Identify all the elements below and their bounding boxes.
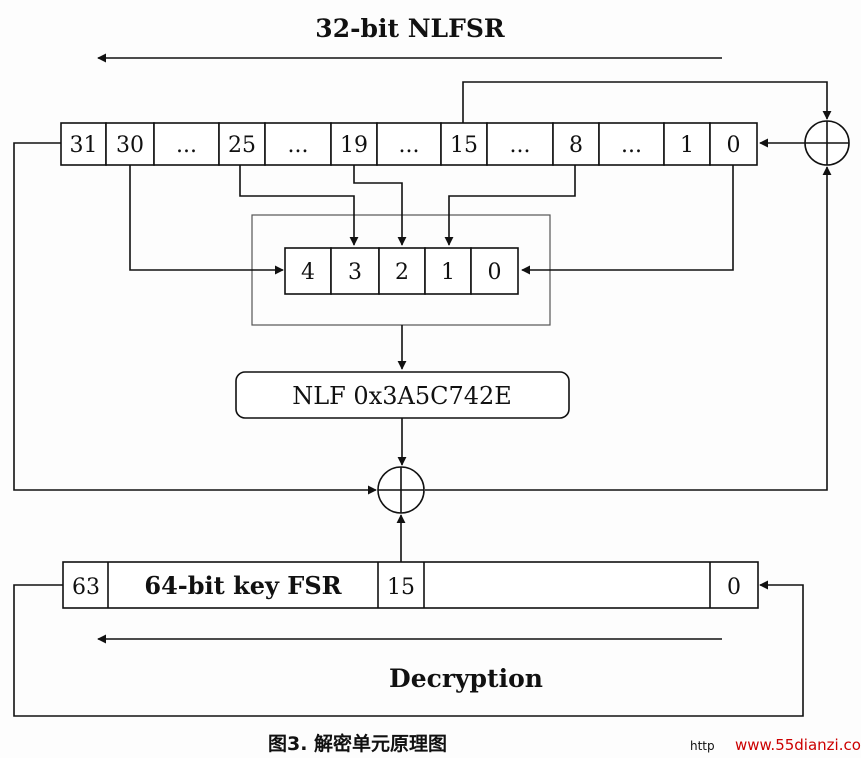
tap-30-to-nlf4 [129, 165, 284, 275]
nlfsr-cell [709, 122, 758, 166]
feedback-from-xor2 [425, 166, 832, 491]
nlf-input-cell-label: 3 [348, 260, 362, 285]
nlfsr-cell-label: 15 [450, 133, 478, 158]
nlfsr-cell-label: 31 [70, 133, 98, 158]
diagram-title: 32-bit NLFSR [315, 14, 505, 43]
nlfsr-cell-label: ... [399, 133, 420, 158]
nlf-input-register: 4 3 2 1 0 [284, 247, 519, 295]
nlfsr-cell [598, 122, 665, 166]
nlfsr-cell-label: ... [621, 133, 642, 158]
watermark: www.55dianzi.com [735, 736, 861, 754]
output-xor-icon [377, 466, 425, 514]
feed-cell31-to-xor [13, 142, 377, 495]
nlf-input-cell-label: 2 [395, 260, 409, 285]
nlf-input-cell [470, 247, 519, 295]
tap-0-to-nlf0 [521, 165, 734, 275]
tap-8-to-nlf1 [444, 165, 576, 246]
feedback-tap-15 [462, 81, 832, 123]
nlfsr-cell-label: 19 [340, 133, 368, 158]
nlfsr-register: 31 30... 25... 19... 15... 8... 1 0 [60, 122, 758, 166]
figure-caption: 图3. 解密单元原理图 [268, 732, 447, 755]
nlfsr-cell-label: 1 [680, 133, 694, 158]
nlfsr-cell-label: 8 [569, 133, 583, 158]
nlfsr-cell-label: ... [176, 133, 197, 158]
nlf-input-cell [424, 247, 472, 295]
tap-25-to-nlf3 [239, 165, 359, 246]
key-fsr-feedback [13, 580, 804, 717]
nlfsr-cell-label: ... [510, 133, 531, 158]
key-fsr-label: 64-bit key FSR [144, 571, 342, 600]
nlf-input-cell-label: 1 [441, 260, 455, 285]
nlf-input-cell [330, 247, 380, 295]
key-cell-15: 15 [387, 575, 415, 600]
watermark-left: http [690, 739, 715, 753]
mode-label: Decryption [389, 664, 543, 693]
nlfsr-cell [552, 122, 600, 166]
feedback-xor-icon [804, 120, 850, 166]
nlfsr-cell-label: 25 [228, 133, 256, 158]
nlfsr-cell [153, 122, 220, 166]
nlf-input-cell-label: 0 [488, 260, 502, 285]
nlf-function-label: NLF 0x3A5C742E [292, 382, 512, 410]
tap-19-to-nlf2 [353, 165, 407, 246]
nlfsr-cell-label: ... [288, 133, 309, 158]
key-cell-63: 63 [72, 575, 100, 600]
nlf-input-cell-label: 4 [301, 260, 315, 285]
nlfsr-cell [105, 122, 155, 166]
nlfsr-cell [486, 122, 554, 166]
nlfsr-cell-label: 0 [727, 133, 741, 158]
key-cell-0: 0 [727, 575, 741, 600]
key-fsr-register: 63 64-bit key FSR 15 0 [62, 561, 759, 609]
nlfsr-cell-label: 30 [116, 133, 144, 158]
nlf-input-cell [284, 247, 332, 295]
